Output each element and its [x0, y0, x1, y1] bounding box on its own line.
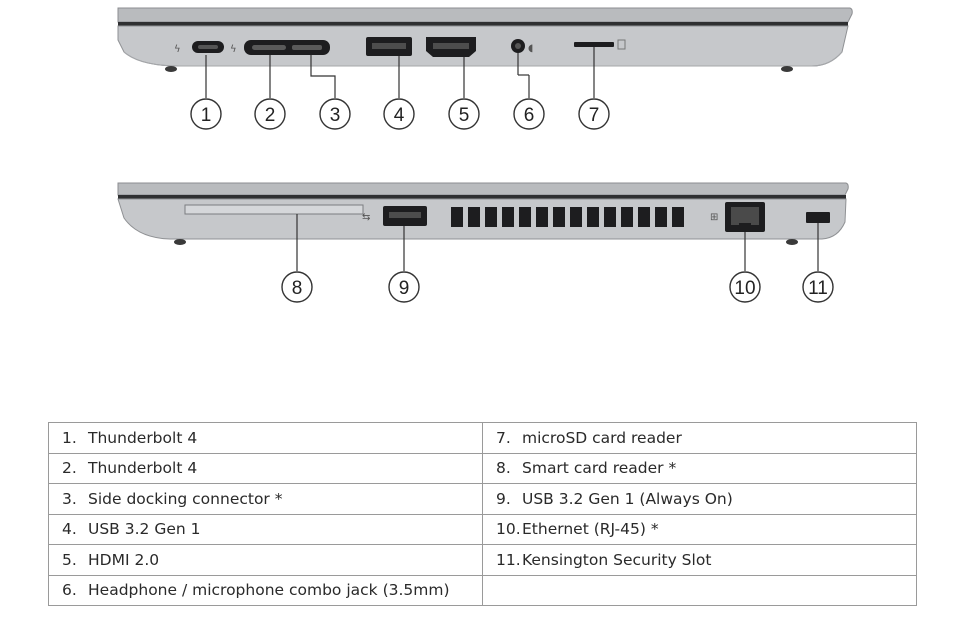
- legend-cell: 11.Kensington Security Slot: [482, 544, 917, 576]
- legend-label: Side docking connector *: [88, 489, 283, 508]
- legend-label: Smart card reader *: [522, 459, 677, 478]
- kensington-slot: [806, 212, 830, 223]
- legend-number: 1.: [62, 428, 77, 447]
- svg-text:8: 8: [292, 278, 303, 299]
- legend-cell: 10.Ethernet (RJ-45) *: [482, 513, 917, 545]
- table-row: 1. Thunderbolt 4 7. microSD card reader: [48, 422, 917, 454]
- legend-cell: 2. Thunderbolt 4: [48, 452, 483, 484]
- rubber-foot: [786, 239, 798, 245]
- legend-number: 10.: [496, 520, 521, 539]
- laptop-left-side-view: ϟ ϟ ◖ 1 2 3 4 5 6: [117, 7, 853, 130]
- legend-number: 2.: [62, 459, 77, 478]
- table-row: 3. Side docking connector * 9. USB 3.2 Gen…: [48, 483, 917, 515]
- callout-5: 5: [448, 98, 480, 130]
- svg-text:7: 7: [589, 105, 600, 126]
- legend-label: Ethernet (RJ-45) *: [522, 520, 659, 539]
- power-thunderbolt-icon: ϟ: [174, 44, 181, 55]
- ports-legend-table: 1. Thunderbolt 4 7. microSD card reader 2.…: [48, 422, 917, 606]
- legend-label: Kensington Security Slot: [522, 550, 712, 569]
- legend-label: Thunderbolt 4: [88, 428, 198, 447]
- callout-1: 1: [190, 98, 222, 130]
- rubber-foot: [165, 66, 177, 72]
- table-row: 4. USB 3.2 Gen 1 10.Ethernet (RJ-45) *: [48, 513, 917, 545]
- thunderbolt-docking-port: [244, 40, 330, 55]
- legend-label: USB 3.2 Gen 1 (Always On): [522, 489, 733, 508]
- svg-text:9: 9: [399, 278, 410, 299]
- legend-cell: 9. USB 3.2 Gen 1 (Always On): [482, 483, 917, 515]
- legend-number: 11.: [496, 550, 521, 569]
- svg-text:1: 1: [201, 105, 212, 126]
- callout-2: 2: [254, 98, 286, 130]
- legend-label: HDMI 2.0: [88, 550, 160, 569]
- callout-4: 4: [383, 98, 415, 130]
- table-row: 2. Thunderbolt 4 8. Smart card reader *: [48, 452, 917, 484]
- hinge-seam: [118, 22, 848, 26]
- legend-number: 7.: [496, 428, 511, 447]
- svg-text:10: 10: [734, 278, 755, 299]
- callout-11: 11: [802, 271, 834, 303]
- legend-cell: 4. USB 3.2 Gen 1: [48, 513, 483, 545]
- legend-number: 8.: [496, 459, 511, 478]
- callout-6: 6: [513, 98, 545, 130]
- legend-cell-empty: [482, 574, 917, 606]
- callout-10: 10: [729, 271, 761, 303]
- callout-3: 3: [319, 98, 351, 130]
- legend-label: USB 3.2 Gen 1: [88, 520, 201, 539]
- hinge-seam: [118, 195, 846, 199]
- microsd-slot: [574, 42, 614, 47]
- legend-label: Thunderbolt 4: [88, 459, 198, 478]
- laptop-right-side-view: ⇆ ⊞: [117, 182, 849, 303]
- thunderbolt-icon: ϟ: [230, 44, 237, 55]
- legend-number: 6.: [62, 581, 77, 600]
- laptop-ports-diagram: ϟ ϟ ◖ 1 2 3 4 5 6: [117, 7, 853, 303]
- legend-number: 4.: [62, 520, 77, 539]
- rubber-foot: [781, 66, 793, 72]
- legend-label: microSD card reader: [522, 428, 682, 447]
- legend-cell: 7. microSD card reader: [482, 422, 917, 454]
- svg-text:4: 4: [394, 105, 405, 126]
- legend-cell: 3. Side docking connector *: [48, 483, 483, 515]
- svg-text:2: 2: [265, 105, 276, 126]
- cooling-vents: [451, 207, 684, 227]
- svg-text:6: 6: [524, 105, 535, 126]
- legend-number: 5.: [62, 550, 77, 569]
- callout-8: 8: [281, 271, 313, 303]
- table-row: 6. Headphone / microphone combo jack (3.5…: [48, 574, 917, 606]
- svg-text:11: 11: [808, 278, 828, 299]
- network-icon: ⊞: [710, 212, 718, 223]
- legend-cell: 1. Thunderbolt 4: [48, 422, 483, 454]
- table-row: 5. HDMI 2.0 11.Kensington Security Slot: [48, 544, 917, 576]
- headset-icon: ◖: [528, 43, 533, 54]
- callout-7: 7: [578, 98, 610, 130]
- legend-cell: 8. Smart card reader *: [482, 452, 917, 484]
- legend-number: 3.: [62, 489, 77, 508]
- legend-cell: 5. HDMI 2.0: [48, 544, 483, 576]
- legend-number: 9.: [496, 489, 511, 508]
- svg-text:3: 3: [330, 105, 341, 126]
- sd-card-icon: [617, 39, 626, 50]
- usb-always-on-icon: ⇆: [362, 212, 370, 223]
- rubber-foot: [174, 239, 186, 245]
- callout-9: 9: [388, 271, 420, 303]
- legend-label: Headphone / microphone combo jack (3.5mm…: [88, 581, 450, 600]
- legend-cell: 6. Headphone / microphone combo jack (3.5…: [48, 574, 483, 606]
- smart-card-slot: [184, 204, 364, 215]
- svg-text:5: 5: [459, 105, 470, 126]
